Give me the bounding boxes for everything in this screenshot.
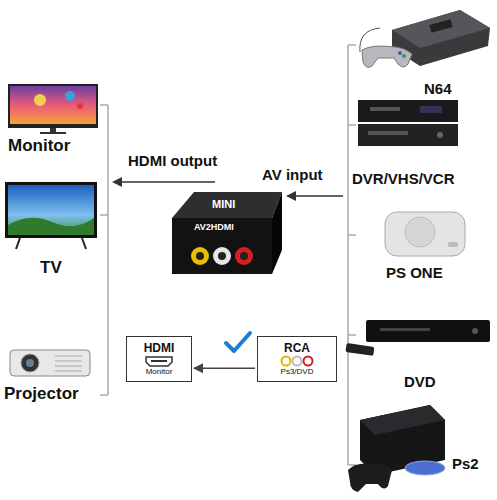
rca-jack-icon bbox=[279, 355, 315, 367]
projector-picture bbox=[10, 350, 90, 376]
device-label: N64 bbox=[424, 80, 452, 98]
port-name: RCA bbox=[284, 342, 310, 356]
left-bracket bbox=[100, 105, 108, 395]
hdmi-port-icon bbox=[144, 355, 174, 367]
model-text: AV2HDMI bbox=[194, 223, 234, 233]
flow-label: HDMI output bbox=[128, 152, 217, 170]
device-label: Ps2 bbox=[452, 455, 479, 473]
port-name: HDMI bbox=[144, 342, 175, 356]
device-label: Projector bbox=[4, 384, 79, 404]
check-mark bbox=[226, 333, 250, 351]
brand-text: MINI bbox=[212, 198, 235, 210]
dvr-picture bbox=[358, 100, 458, 146]
device-label: DVR/VHS/VCR bbox=[352, 170, 455, 188]
dvd-picture bbox=[345, 320, 490, 356]
flow-label: AV input bbox=[262, 166, 323, 184]
tv-picture bbox=[5, 182, 97, 249]
device-label: TV bbox=[40, 258, 62, 278]
hdmi-port-box: HDMI Monitor bbox=[126, 336, 192, 382]
port-use: Monitor bbox=[146, 367, 173, 376]
device-label: PS ONE bbox=[386, 264, 443, 282]
adapter-device: MINI AV2HDMI bbox=[160, 180, 285, 280]
ps-one-picture bbox=[385, 212, 465, 256]
device-label: Monitor bbox=[8, 136, 70, 156]
monitor-picture bbox=[8, 84, 98, 134]
right-bracket bbox=[348, 45, 356, 465]
ps2-picture bbox=[348, 405, 445, 492]
n64-picture bbox=[360, 10, 490, 67]
device-label: DVD bbox=[404, 373, 436, 391]
rca-port-box: RCA Ps3/DVD bbox=[257, 336, 337, 382]
port-use: Ps3/DVD bbox=[281, 367, 314, 376]
connector-arrow bbox=[194, 367, 255, 369]
